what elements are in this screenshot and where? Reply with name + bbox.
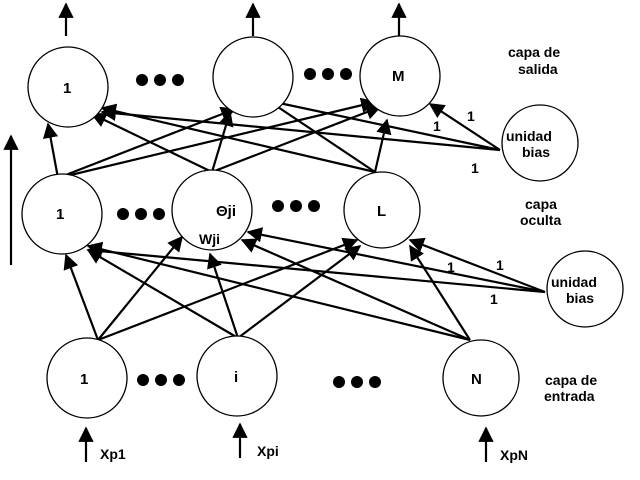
ellipsis-hidden-right [272, 200, 320, 212]
edge [261, 96, 376, 173]
hidden-node-middle-label: Θji [216, 203, 236, 220]
edge [263, 95, 501, 152]
input-node-first-label: 1 [80, 371, 88, 388]
ellipsis-output-right [304, 68, 352, 80]
bias-node-top [501, 104, 579, 182]
edge [409, 244, 471, 341]
output-arrows [58, 2, 407, 36]
bias-top-weight: 1 [467, 108, 475, 124]
edge [100, 105, 501, 152]
input-label-middle: Xpi [257, 443, 279, 459]
input-layer: 1 i N [46, 335, 520, 419]
input-label-first: Xp1 [100, 446, 126, 462]
ellipsis-input-right [333, 376, 381, 388]
ellipsis-dots [117, 68, 381, 388]
bias-unit-bottom: unidad bias 1 1 1 [447, 250, 624, 328]
bias-top-label-line1: unidad [506, 128, 552, 144]
hidden-node-last [343, 171, 421, 249]
ellipsis-hidden-left [117, 208, 165, 220]
output-layer: 1 M [27, 35, 441, 128]
bias-top-weight: 1 [471, 160, 479, 176]
edge [42, 122, 60, 179]
bias-unit-top: unidad bias 1 1 1 [433, 104, 579, 182]
bias-bottom-weight: 1 [490, 291, 498, 307]
edges-bias-to-hidden [86, 227, 546, 294]
layer-labels: capa de salida capa oculta capa de entra… [508, 44, 597, 404]
edge [408, 237, 546, 294]
edge [57, 97, 377, 180]
edge [207, 252, 240, 339]
edge [63, 253, 100, 341]
hidden-node-first-label: 1 [56, 206, 64, 223]
edges-hidden-to-output [42, 96, 392, 180]
input-label-last: XpN [500, 447, 528, 463]
weight-label: Wji [199, 231, 220, 247]
input-node-last-label: N [471, 371, 482, 388]
bias-top-weight: 1 [433, 118, 441, 134]
output-node-first-label: 1 [63, 80, 71, 97]
input-node-last [442, 339, 520, 417]
hidden-node-middle [171, 169, 253, 251]
edges-input-to-hidden [63, 235, 471, 342]
edge [237, 245, 362, 339]
ellipsis-input-left [137, 374, 185, 386]
edge [246, 227, 546, 294]
edge [373, 118, 392, 173]
input-labels: Xp1 Xpi XpN [100, 443, 528, 463]
bias-bottom-weight: 1 [496, 257, 504, 273]
output-layer-label-line2: salida [518, 61, 558, 77]
output-node-first [27, 46, 109, 128]
hidden-node-first [21, 173, 103, 255]
edges-bias-to-output [100, 95, 501, 152]
edge [240, 238, 471, 342]
input-node-middle [196, 335, 278, 417]
input-layer-label-line1: capa de [545, 372, 597, 388]
hidden-layer-label-line1: capa [525, 196, 557, 212]
bias-bottom-weight: 1 [447, 259, 455, 275]
edge [97, 235, 183, 341]
output-layer-label-line1: capa de [508, 44, 560, 60]
edge [86, 241, 471, 342]
edge [210, 110, 234, 173]
bias-bottom-label-line1: unidad [551, 274, 597, 290]
output-node-last [359, 35, 441, 117]
output-node-middle [212, 36, 294, 118]
hidden-layer-label-line2: oculta [520, 212, 561, 228]
ellipsis-output-left [136, 74, 184, 86]
output-node-last-label: M [392, 68, 405, 85]
input-node-middle-label: i [234, 369, 238, 386]
bias-top-label-line2: bias [522, 144, 550, 160]
edge [86, 249, 239, 339]
input-layer-label-line2: entrada [544, 388, 595, 404]
edge [90, 113, 213, 173]
bias-bottom-label-line2: bias [566, 290, 594, 306]
hidden-layer: 1 Θji Wji L [21, 169, 421, 255]
edge [97, 237, 359, 342]
hidden-node-last-label: L [377, 203, 386, 220]
edge [86, 243, 546, 294]
bias-node-bottom [546, 250, 624, 328]
edge [100, 103, 376, 174]
edge [57, 106, 237, 180]
edge [428, 103, 501, 151]
input-node-first [46, 337, 128, 419]
input-arrows [78, 422, 494, 462]
